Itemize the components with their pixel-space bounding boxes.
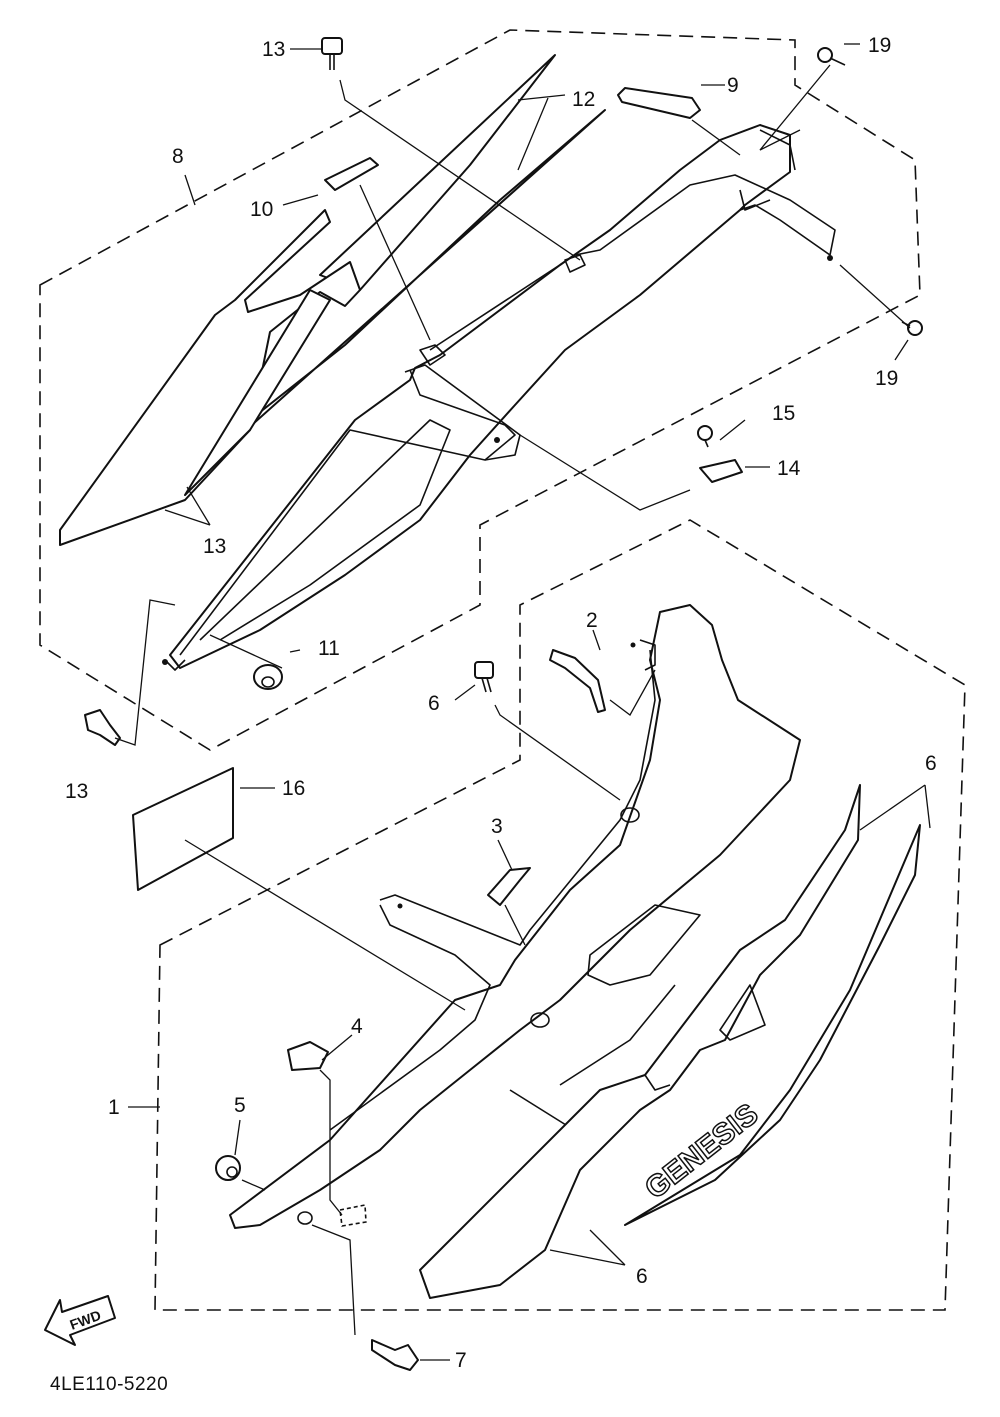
bolt-15: [321, 37, 343, 70]
callout-12: 11: [318, 637, 340, 660]
drawing-code: 4LE110-5220: [50, 1374, 168, 1395]
bolt-7: [371, 1339, 419, 1371]
group-outline-1: [154, 519, 966, 1311]
rivet-19-right: [901, 320, 923, 336]
callout-4: 4: [351, 1015, 363, 1038]
pad-11: [324, 157, 379, 191]
group-outline-9: [39, 29, 921, 751]
lower-cover-1: [229, 604, 801, 1229]
callout-9: 8: [172, 145, 184, 168]
callout-10: 9: [727, 74, 739, 97]
callout-11: 10: [250, 198, 273, 221]
pad-3: [487, 867, 531, 906]
screw-17: [697, 425, 713, 448]
callout-6-top: 6: [925, 752, 937, 775]
fwd-arrow-icon: FWD: [44, 1295, 116, 1346]
callout-2: 2: [586, 609, 598, 632]
callout-5: 5: [234, 1094, 246, 1117]
leader-lines: [114, 43, 931, 1361]
callout-17: 15: [772, 402, 795, 425]
callout-16: 14: [777, 457, 801, 480]
callout-1: 1: [108, 1096, 120, 1119]
nut-16: [699, 459, 743, 483]
callout-14: 13: [65, 780, 88, 803]
decal-13-lower: [184, 289, 331, 496]
callout-13-bottom: 13: [203, 535, 226, 558]
trim-piece-10: [617, 87, 701, 119]
callout-19-right: 19: [875, 367, 898, 390]
callout-6-bottom: 6: [636, 1265, 648, 1288]
callout-labels: 13 19 9 12 8 10 19 15 14 13 2 11 6 6 13 …: [65, 34, 937, 1372]
callout-7: 7: [455, 1349, 467, 1372]
callout-18: 16: [282, 777, 305, 800]
bolt-8: [474, 661, 494, 693]
bolt-14: [84, 709, 121, 746]
callout-15: 13: [262, 38, 285, 61]
callout-3: 3: [491, 815, 503, 838]
callout-8: 6: [428, 692, 440, 715]
rivet-19-top: [817, 47, 846, 66]
grommet-5: [215, 1155, 241, 1181]
callout-19-top: 19: [868, 34, 891, 57]
mount-spot-4: [339, 1204, 367, 1227]
seal-2: [549, 649, 606, 713]
plate-18: [132, 767, 234, 891]
clip-4: [287, 1041, 329, 1071]
grommet-12: [253, 664, 283, 690]
callout-13-top: 12: [572, 88, 595, 111]
